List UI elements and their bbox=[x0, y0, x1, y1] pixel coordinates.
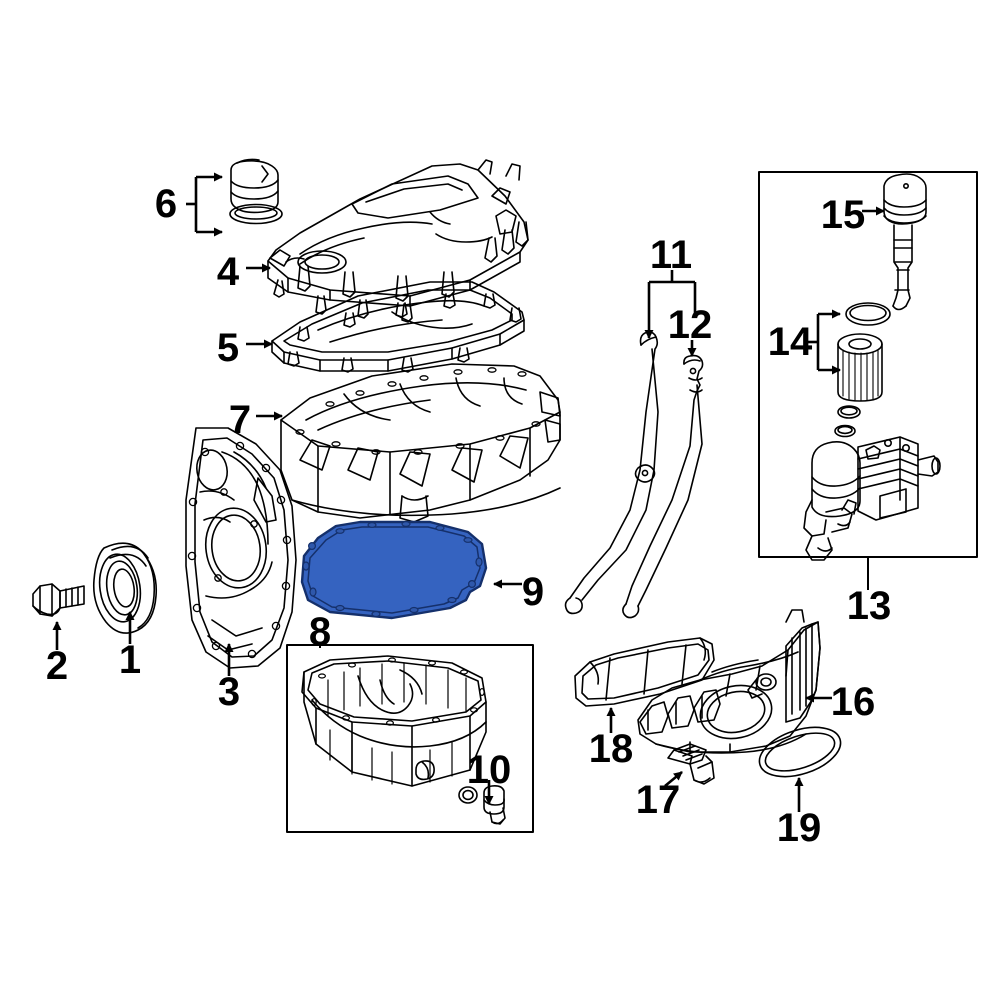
part-4-valve-cover bbox=[267, 159, 529, 323]
callout-labels: 6 4 5 7 2 1 3 8 9 10 11 12 13 14 15 16 1… bbox=[46, 182, 891, 850]
callout-19: 19 bbox=[777, 806, 822, 850]
part-10-drain-plug-washer bbox=[458, 786, 478, 804]
callout-1: 1 bbox=[119, 638, 141, 682]
callout-7: 7 bbox=[229, 398, 251, 442]
callout-6: 6 bbox=[155, 182, 177, 226]
part-8-oil-pan bbox=[301, 655, 487, 787]
callout-12: 12 bbox=[668, 303, 713, 347]
part-6-seal-oring bbox=[229, 203, 283, 225]
part-2-pulley-bolt bbox=[32, 583, 85, 617]
part-3-timing-cover bbox=[185, 427, 297, 669]
part-9-oil-pan-gasket bbox=[300, 520, 488, 620]
part-14-oil-filter-element bbox=[837, 333, 883, 402]
part-11-dipstick-tube bbox=[564, 331, 659, 615]
callout-14: 14 bbox=[768, 320, 813, 364]
callout-17: 17 bbox=[636, 778, 681, 822]
callout-2: 2 bbox=[46, 644, 68, 688]
callout-16: 16 bbox=[831, 680, 876, 724]
callout-4: 4 bbox=[217, 250, 240, 294]
part-13-small-seals bbox=[834, 405, 861, 438]
callout-11: 11 bbox=[650, 233, 692, 277]
oil-pan-box bbox=[286, 644, 534, 833]
part-13-oil-filter-housing bbox=[803, 436, 941, 561]
callout-18: 18 bbox=[589, 727, 634, 771]
part-14-filter-oring bbox=[845, 302, 891, 326]
callout-9: 9 bbox=[522, 570, 544, 614]
oil-filter-assembly-box bbox=[758, 171, 978, 558]
leader-lines bbox=[52, 172, 885, 812]
part-5-valve-cover-gasket bbox=[271, 281, 525, 373]
part-12-dipstick bbox=[622, 354, 704, 619]
callout-5: 5 bbox=[217, 326, 239, 370]
part-19-o-ring-seal bbox=[758, 726, 842, 778]
part-15-oil-filter-cap bbox=[883, 173, 927, 311]
callout-3: 3 bbox=[218, 670, 240, 714]
callout-13: 13 bbox=[847, 584, 892, 628]
part-7-engine-block bbox=[280, 363, 561, 523]
callout-15: 15 bbox=[821, 193, 866, 237]
callout-8: 8 bbox=[309, 610, 331, 654]
callout-10: 10 bbox=[467, 748, 512, 792]
part-1-crankshaft-pulley bbox=[92, 542, 158, 634]
part-18-intake-manifold-gasket bbox=[574, 637, 715, 707]
part-6-oil-filler-cap bbox=[230, 158, 279, 214]
part-17-manifold-bolt bbox=[667, 743, 715, 785]
